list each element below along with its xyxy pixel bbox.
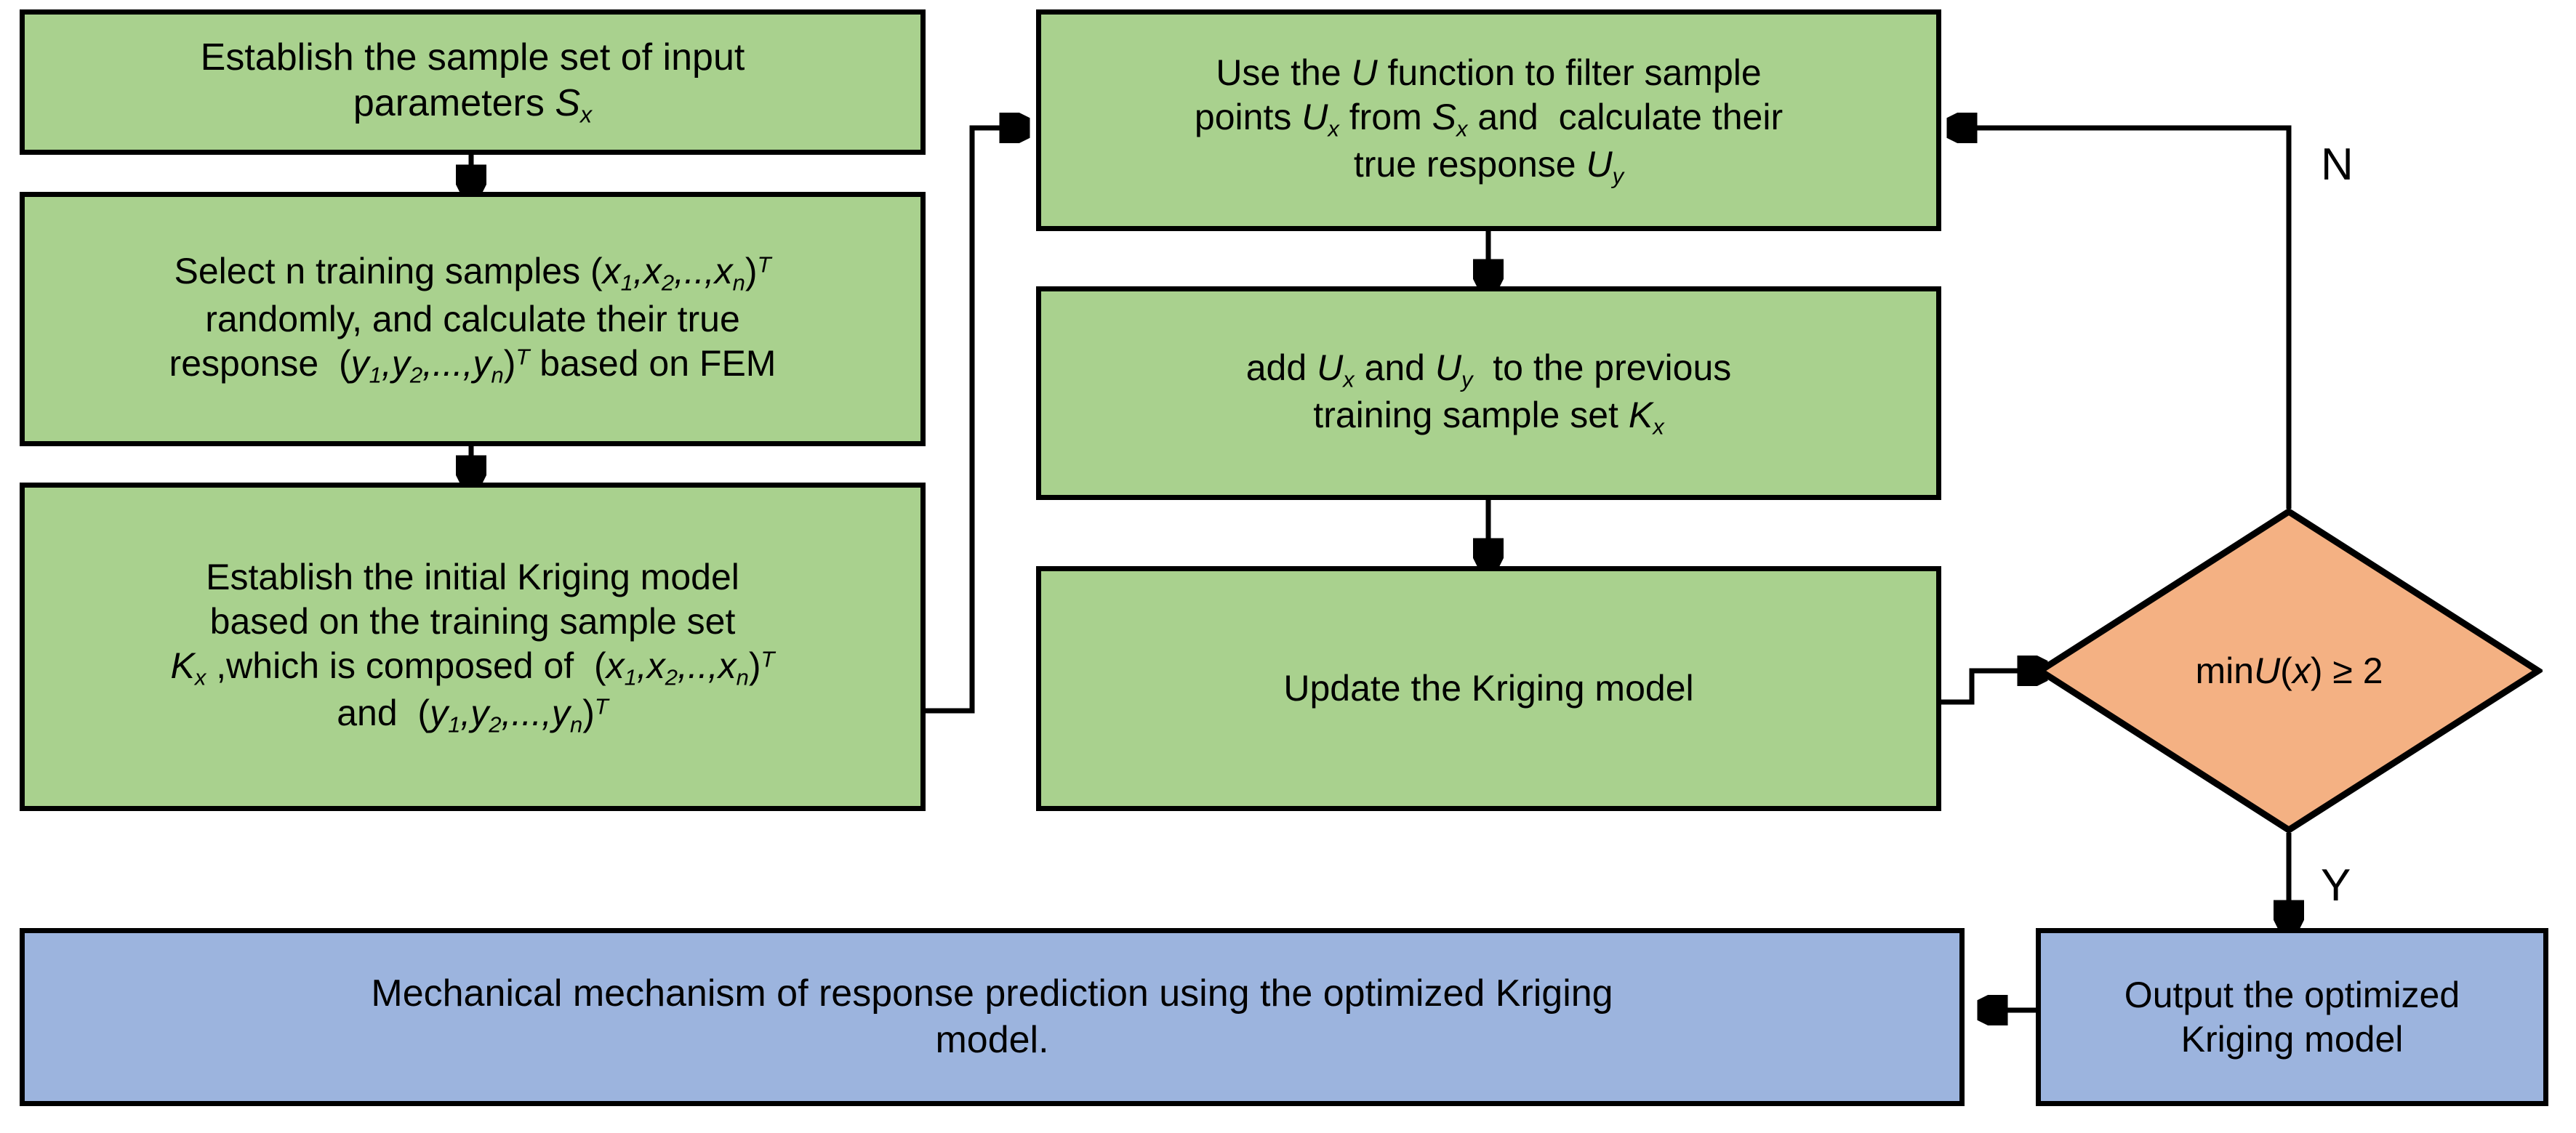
node-select-training-samples-label: Select n training samples (x1,x2,..,xn)T… [169, 251, 777, 387]
node-select-training-samples[interactable]: Select n training samples (x1,x2,..,xn)T… [20, 192, 926, 446]
node-update-kriging-label: Update the Kriging model [1283, 668, 1694, 709]
edge-update-to-decision [1928, 671, 2040, 705]
edge-label-no: N [2321, 140, 2354, 190]
node-decision-min-u[interactable]: min U (x) ≥ 2 [2036, 507, 2543, 834]
diamond-shape [2036, 507, 2543, 834]
edge-decision-no-to-filter [1954, 128, 2292, 509]
node-update-kriging[interactable]: Update the Kriging model [1036, 566, 1941, 811]
node-mechanical-mechanism-label: Mechanical mechanism of response predict… [371, 972, 1613, 1061]
edge-initial-to-filter [926, 128, 1022, 714]
edge-label-yes: Y [2321, 860, 2351, 911]
node-mechanical-mechanism[interactable]: Mechanical mechanism of response predict… [20, 928, 1965, 1106]
